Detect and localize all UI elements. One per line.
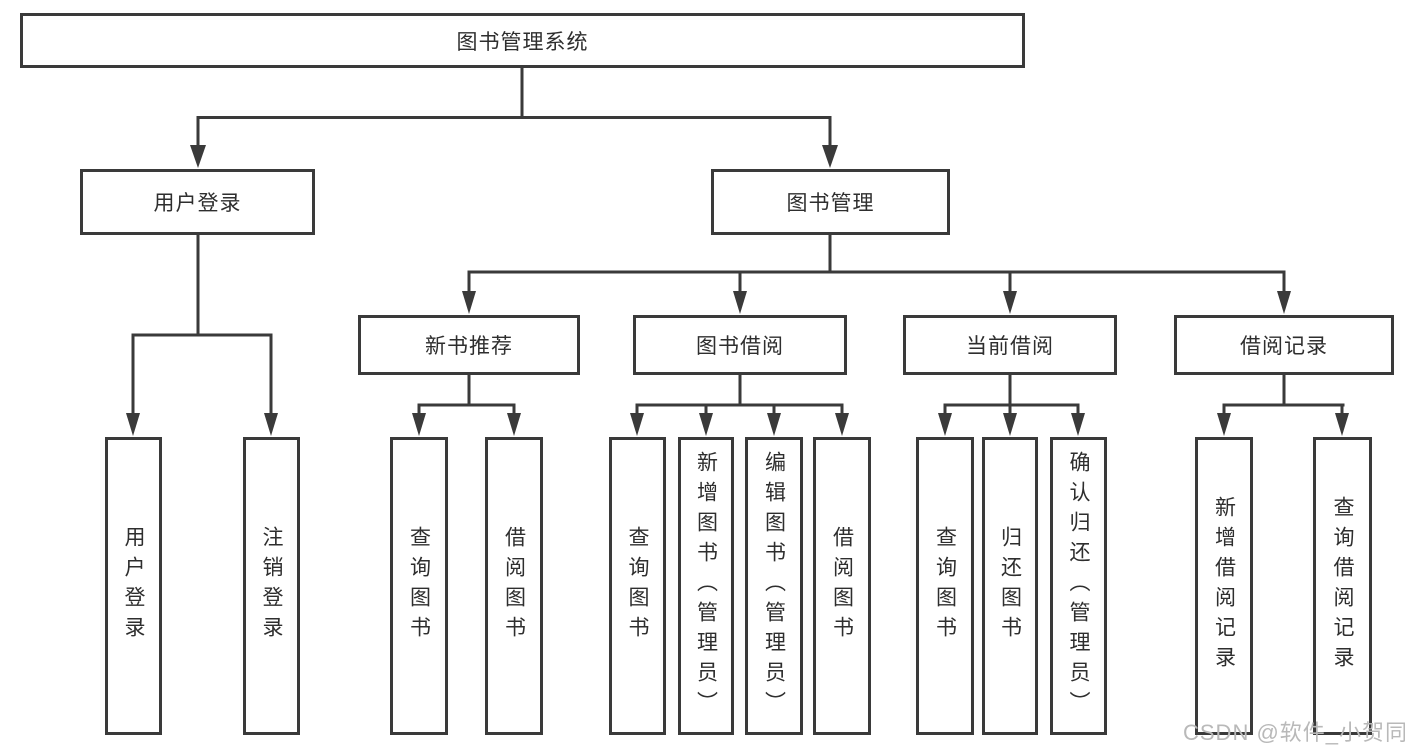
node-borrowing-records: 借阅记录 bbox=[1174, 315, 1394, 375]
node-label: 图书管理系统 bbox=[456, 30, 589, 54]
node-label: 当前借阅 bbox=[966, 335, 1054, 358]
leaf-label: 新增图书（管理员） bbox=[694, 451, 718, 721]
arrowheads-book-borrow bbox=[630, 413, 849, 436]
node-label: 图书管理 bbox=[786, 192, 875, 215]
leaf-label: 注销登录 bbox=[260, 526, 283, 646]
leaf-return-books: 归还图书 bbox=[982, 437, 1038, 735]
leaf-add-books-admin: 新增图书（管理员） bbox=[678, 437, 734, 735]
leaf-label: 归还图书 bbox=[998, 526, 1022, 646]
node-new-book-recommendation: 新书推荐 bbox=[358, 315, 580, 375]
connector-root-to-level2 bbox=[196, 68, 832, 150]
leaf-search-books-newbook: 查询图书 bbox=[390, 437, 448, 735]
leaf-label: 编辑图书（管理员） bbox=[762, 451, 786, 721]
leaf-label: 借阅图书 bbox=[830, 526, 854, 646]
leaf-label: 借阅图书 bbox=[502, 526, 526, 646]
arrowheads-level2 bbox=[190, 145, 838, 168]
node-library-management-system: 图书管理系统 bbox=[20, 13, 1025, 68]
node-label: 用户登录 bbox=[153, 192, 242, 215]
connector-book-borrow-to-leaves bbox=[635, 375, 844, 420]
connector-book-mgmt-to-level3 bbox=[467, 235, 1286, 295]
node-user-login: 用户登录 bbox=[80, 169, 315, 235]
leaf-confirm-return-admin: 确认归还（管理员） bbox=[1050, 437, 1107, 735]
node-label: 图书借阅 bbox=[696, 335, 784, 358]
node-current-borrowing: 当前借阅 bbox=[903, 315, 1117, 375]
leaf-label: 确认归还（管理员） bbox=[1067, 451, 1090, 721]
leaf-label: 查询图书 bbox=[933, 526, 957, 646]
leaf-search-books-current: 查询图书 bbox=[916, 437, 974, 735]
leaf-borrow-books-newbook: 借阅图书 bbox=[485, 437, 543, 735]
leaf-search-books-borrow: 查询图书 bbox=[609, 437, 666, 735]
leaf-add-borrow-record: 新增借阅记录 bbox=[1195, 437, 1253, 735]
arrowheads-current-borrow bbox=[938, 413, 1085, 436]
connector-current-borrow-to-leaves bbox=[943, 375, 1080, 420]
leaf-edit-books-admin: 编辑图书（管理员） bbox=[745, 437, 803, 735]
arrowheads-user-login bbox=[126, 413, 278, 436]
arrowheads-new-book bbox=[412, 413, 521, 436]
connector-user-login-to-leaves bbox=[131, 235, 273, 418]
leaf-user-login: 用户登录 bbox=[105, 437, 162, 735]
leaf-borrow-books: 借阅图书 bbox=[813, 437, 871, 735]
leaf-label: 用户登录 bbox=[122, 526, 145, 646]
node-label: 借阅记录 bbox=[1240, 335, 1328, 358]
leaf-label: 查询借阅记录 bbox=[1331, 496, 1354, 676]
csdn-watermark: CSDN @软件_小贺同学 bbox=[1183, 720, 1405, 745]
connector-new-book-to-leaves bbox=[417, 375, 516, 420]
node-label: 新书推荐 bbox=[425, 335, 513, 358]
leaf-label: 查询图书 bbox=[626, 526, 649, 646]
node-book-borrowing: 图书借阅 bbox=[633, 315, 847, 375]
leaf-search-borrow-record: 查询借阅记录 bbox=[1313, 437, 1372, 735]
connector-borrow-record-to-leaves bbox=[1222, 375, 1345, 420]
leaf-label: 查询图书 bbox=[407, 526, 431, 646]
leaf-logout: 注销登录 bbox=[243, 437, 300, 735]
node-book-management: 图书管理 bbox=[711, 169, 950, 235]
arrowheads-level3 bbox=[462, 291, 1291, 314]
leaf-label: 新增借阅记录 bbox=[1212, 496, 1236, 676]
arrowheads-borrow-record bbox=[1217, 413, 1349, 436]
